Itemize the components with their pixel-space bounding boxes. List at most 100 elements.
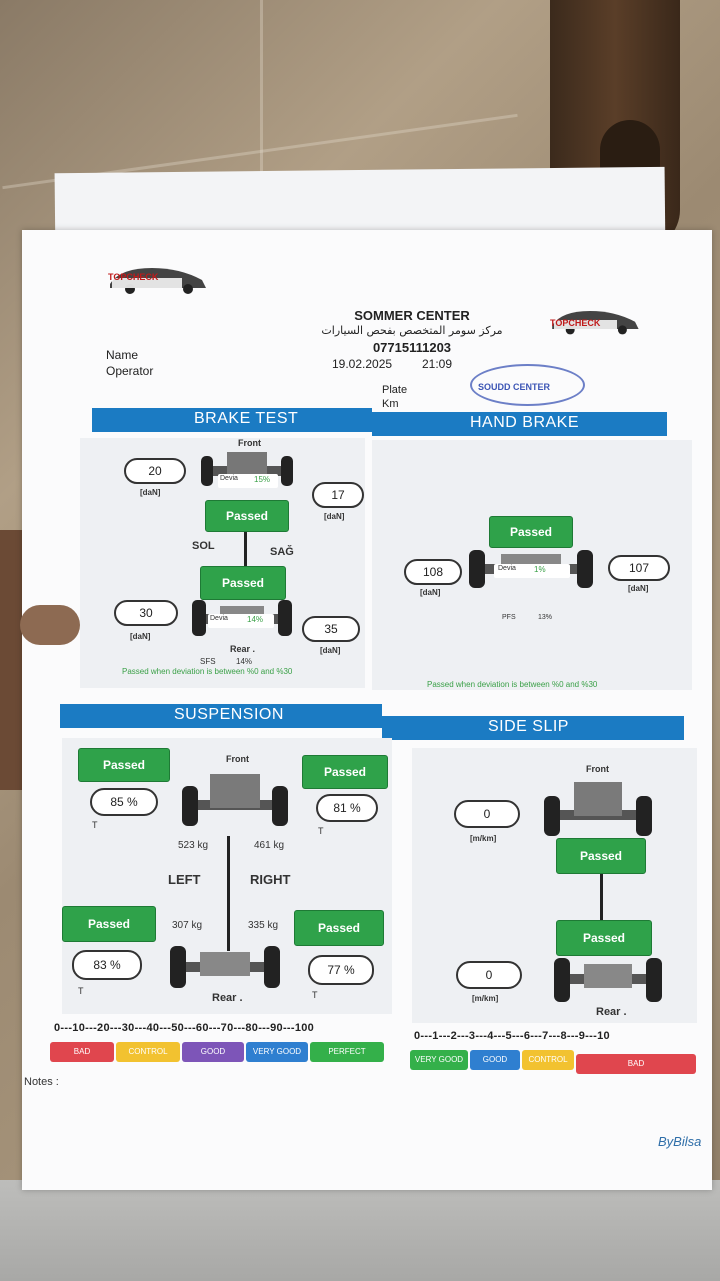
report-time: 21:09 [422,357,453,371]
side-slip-front-unit: [m/km] [470,834,497,843]
front-devia-label: Devia [220,475,238,482]
suspension-front-left-kg: 523 kg [178,840,209,851]
brake-front-right-value: 17 [312,482,364,508]
side-slip-rear-value: 0 [456,961,522,989]
suspension-rear-right-pct: 77 % [308,955,374,985]
hand-brake-note: Passed when deviation is between %0 and … [427,680,598,689]
legend-slip-bad: BAD [576,1054,696,1074]
hand-devia-label: Devia [498,565,516,572]
suspension-front-right-status: Passed [302,755,388,789]
brake-front-left-value: 20 [124,458,186,484]
center-stamp [470,364,585,406]
rear-devia-label: Devia [210,615,228,622]
logo-text-right: TOPCHECK [550,318,601,328]
suspension-front-axle-icon [182,774,288,826]
legend-slip-good: GOOD [470,1050,520,1070]
front-right-t-label: T [318,826,324,836]
suspension-rear-left-status: Passed [62,906,156,942]
topcheck-logo-right [542,302,647,338]
brake-front-status: Passed [205,500,289,532]
side-slip-front-status: Passed [556,838,646,874]
hand-devia-value: 1% [534,565,546,574]
front-left-t-label: T [92,820,98,830]
center-name: SOMMER CENTER [354,308,470,323]
brake-rear-right-value: 35 [302,616,360,642]
topcheck-logo-left [102,258,212,298]
lap [0,1180,720,1281]
pfs-value: 13% [538,614,553,621]
side-slip-front-label: Front [586,764,609,774]
brake-rear-left-unit: [daN] [130,632,151,641]
front-devia-box [218,474,278,488]
hand-brake-status: Passed [489,516,573,548]
rear-devia-value: 14% [247,615,264,624]
right-label: RIGHT [250,872,291,887]
legend-slip-control: CONTROL [522,1050,574,1070]
suspension-title: SUSPENSION [174,706,284,723]
brake-test-title: BRAKE TEST [194,410,299,427]
inspection-report: TOPCHECK TOPCHECK SOMMER CENTER مركز سوم… [22,230,712,1190]
brand-mark: ByBilsa [658,1134,702,1149]
side-slip-rear-status: Passed [556,920,652,956]
legend-good: GOOD [182,1042,244,1062]
side-slip-band: SIDE SLIP [382,716,684,740]
operator-label: Operator [106,364,154,378]
suspension-front-right-kg: 461 kg [254,840,285,851]
front-axle-icon [201,452,293,486]
brake-test-band: BRAKE TEST [92,408,372,432]
side-slip-rear-axle-icon [554,958,662,1002]
suspension-rear-label: Rear . [212,992,243,1004]
side-slip-front-axle-icon [544,782,652,836]
side-slip-title: SIDE SLIP [488,718,569,735]
suspension-front-right-pct: 81 % [316,794,378,822]
suspension-rear-right-kg: 335 kg [248,920,279,931]
suspension-rear-left-pct: 83 % [72,950,142,980]
suspension-rear-axle-icon [170,946,280,988]
suspension-front-label: Front [226,754,249,764]
suspension-band: SUSPENSION [60,704,382,728]
legend-bad: BAD [50,1042,114,1062]
pfs-label: PFS [502,614,516,621]
suspension-rear-left-kg: 307 kg [172,920,203,931]
brake-front-right-unit: [daN] [324,512,345,521]
suspension-scale: 0---10---20---30---40---50---60---70---8… [54,1022,315,1034]
sfs-value: 14% [236,657,253,666]
front-devia-value: 15% [254,475,271,484]
side-slip-scale: 0---1---2---3---4---5---6---7---8---9---… [414,1030,610,1042]
brake-rear-status: Passed [200,566,286,600]
side-slip-rear-unit: [m/km] [472,994,499,1003]
hand-devia-box [494,564,570,578]
suspension-front-left-status: Passed [78,748,170,782]
sol-label: SOL [192,540,215,552]
hand-brake-band: HAND BRAKE [372,412,667,436]
km-label: Km [382,398,399,410]
hand-brake-right-value: 107 [608,555,670,581]
sfs-label: SFS [200,657,216,666]
side-slip-rear-label: Rear . [596,1006,627,1018]
side-slip-front-value: 0 [454,800,520,828]
sag-label: SAĞ [270,546,294,558]
logo-text-left: TOPCHECK [108,272,159,282]
legend-very-good: VERY GOOD [246,1042,308,1062]
floor-tile-line [260,0,263,200]
brake-rear-label: Rear . [230,644,256,654]
hand-brake-left-unit: [daN] [420,588,441,597]
car-logo-icon [110,268,206,294]
brake-rear-left-value: 30 [114,600,178,626]
hand-brake-left-value: 108 [404,559,462,585]
phone-number: 07715111203 [372,340,452,355]
suspension-axle-line [227,836,230,951]
rear-left-t-label: T [78,986,84,996]
plate-label: Plate [382,384,408,396]
left-label: LEFT [168,872,201,887]
name-label: Name [106,348,139,362]
brake-front-left-unit: [daN] [140,488,161,497]
rear-right-t-label: T [312,990,318,1000]
brake-axle-line [244,532,247,568]
center-name-arabic: مركز سومر المتخصص بفحص السيارات [321,324,503,337]
suspension-rear-right-status: Passed [294,910,384,946]
legend-control: CONTROL [116,1042,180,1062]
stamp-text: SOUDD CENTER [478,382,551,392]
hand-brake-title: HAND BRAKE [470,414,580,431]
legend-perfect: PERFECT [310,1042,384,1062]
